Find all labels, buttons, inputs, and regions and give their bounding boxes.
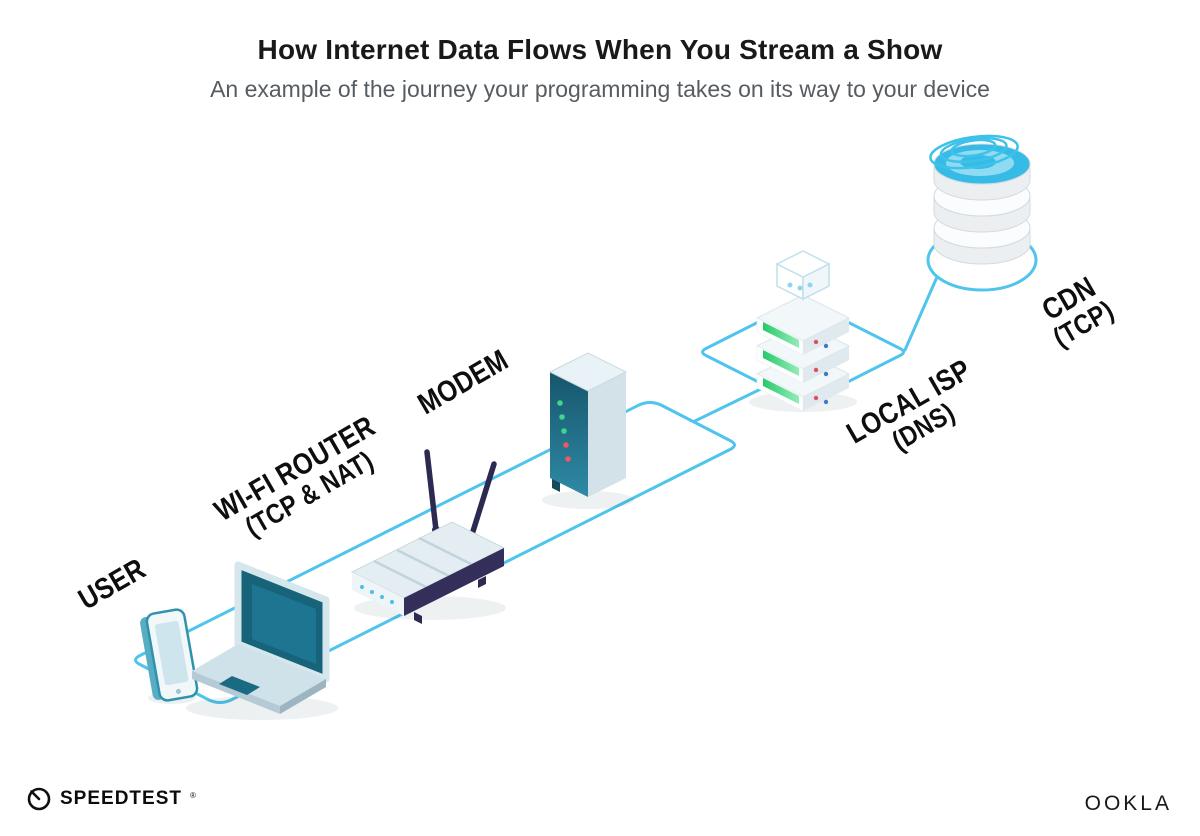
ookla-logo: OOKLA (1084, 792, 1172, 815)
wifi-router-icon (350, 449, 506, 624)
path-user-to-modem (134, 401, 736, 704)
page-subtitle: An example of the journey your programmi… (210, 76, 990, 102)
speedtest-logo: SPEEDTEST ® (26, 786, 196, 812)
laptop-icon (192, 561, 330, 714)
speedtest-gauge-icon (27, 787, 51, 811)
database-stack-icon (929, 134, 1031, 265)
path-modem-to-isp (693, 384, 769, 423)
smartphone-icon (140, 608, 199, 702)
server-rack-icon (755, 250, 851, 412)
data-swirl-icon (929, 134, 1019, 170)
path-isp-to-cdn (903, 275, 939, 352)
header: How Internet Data Flows When You Stream … (0, 34, 1200, 103)
registered-mark: ® (189, 790, 196, 800)
speedtest-wordmark: SPEEDTEST (60, 788, 182, 809)
modem-icon (548, 352, 628, 497)
page-title: How Internet Data Flows When You Stream … (257, 34, 943, 65)
